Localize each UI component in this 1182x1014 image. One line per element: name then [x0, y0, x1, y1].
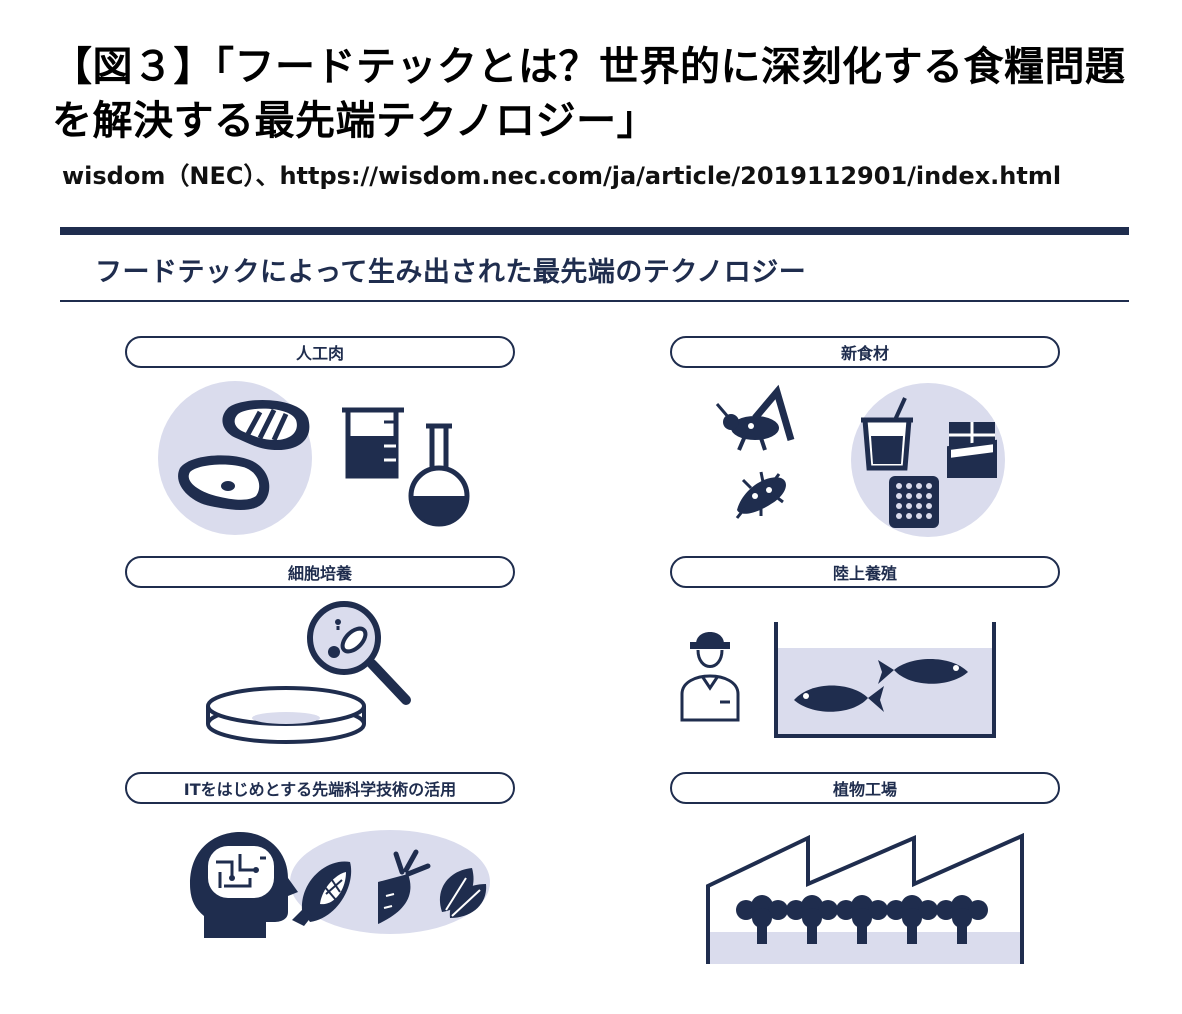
carrot-icon	[378, 849, 431, 924]
brain-circuit-icon	[190, 832, 298, 938]
factory-icon	[706, 832, 1024, 964]
figure-subtitle: フードテックによって生み出された最先端のテクノロジー	[95, 257, 807, 288]
broccoli-icon	[886, 895, 938, 944]
drink-cup-icon	[861, 397, 913, 471]
magnifier-icon	[307, 601, 411, 705]
beaker-icon	[342, 407, 404, 479]
petri-dish-icon	[206, 686, 366, 744]
worker-icon	[680, 632, 740, 722]
corn-icon	[292, 861, 352, 926]
source-citation: wisdom（NEC）、https://wisdom.nec.com/ja/ar…	[62, 162, 1062, 190]
subtitle-divider	[60, 300, 1129, 302]
category-label-new-foods: 新食材	[670, 336, 1060, 368]
category-label-plant-factory: 植物工場	[670, 772, 1060, 804]
category-label-it-advanced-tech: ITをはじめとする先端科学技術の活用	[125, 772, 515, 804]
cracker-icon	[889, 476, 939, 528]
broccoli-icon	[786, 895, 838, 944]
page-title: 【図３】「フードテックとは？世界的に深刻化する食糧問題を解決する最先端テクノロジ…	[52, 44, 1126, 144]
category-label-artificial-meat: 人工肉	[125, 336, 515, 368]
cricket-icon	[715, 384, 795, 451]
steak-icon	[222, 399, 310, 450]
flask-icon	[408, 423, 470, 527]
category-label-cell-culture: 細胞培養	[125, 556, 515, 588]
larva-icon	[735, 471, 786, 519]
land-aquaculture-illustration	[680, 622, 996, 738]
broccoli-icon	[836, 895, 888, 944]
artificial-meat-illustration	[158, 381, 470, 535]
broccoli-icon	[736, 895, 788, 944]
cells-icon	[328, 619, 368, 658]
new-foods-illustration	[715, 383, 1005, 537]
spinach-icon	[439, 868, 487, 918]
it-tech-illustration	[190, 830, 490, 938]
cell-culture-illustration	[206, 601, 411, 744]
category-label-land-aquaculture: 陸上養殖	[670, 556, 1060, 588]
fish-tank-icon	[774, 622, 996, 738]
steak-icon	[178, 455, 270, 510]
top-divider	[60, 227, 1129, 235]
fish-icon	[878, 659, 968, 684]
chocolate-bar-icon	[947, 422, 997, 478]
plant-factory-illustration	[706, 832, 1024, 964]
broccoli-icon	[936, 895, 988, 944]
fish-icon	[794, 685, 884, 712]
